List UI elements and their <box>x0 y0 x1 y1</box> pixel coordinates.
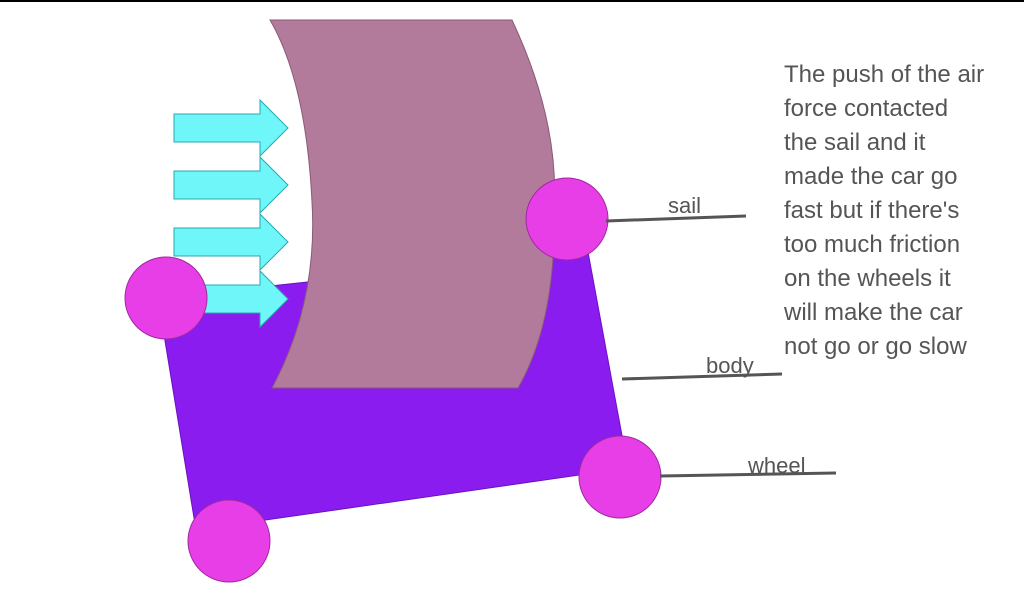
air-arrow-3 <box>173 212 289 272</box>
explanation-line: not go or go slow <box>784 333 967 360</box>
explanation-line: fast but if there's <box>784 197 960 224</box>
wheel-leader-line <box>659 471 837 478</box>
sail <box>269 19 556 389</box>
explanation-line: force contacted <box>784 95 949 122</box>
wheel-top-right <box>525 177 609 261</box>
air-arrow-2 <box>173 155 289 215</box>
wheel-label: wheel <box>747 453 805 478</box>
body-leader-line <box>621 372 783 381</box>
explanation-text: The push of the air force contacted the sa… <box>784 58 1020 364</box>
explanation-line: made the car go <box>784 163 958 190</box>
explanation-line: The push of the air <box>784 61 985 88</box>
explanation-line: on the wheels it <box>784 265 951 292</box>
wheel-bottom-left <box>187 499 271 583</box>
sail-leader-line <box>605 214 747 223</box>
explanation-line: too much friction <box>784 231 961 258</box>
sail-label: sail <box>668 193 701 218</box>
explanation-line: will make the car <box>784 299 963 326</box>
explanation-line: the sail and it <box>784 129 926 156</box>
wheels <box>124 177 662 583</box>
body-label: body <box>706 353 754 378</box>
wheel-bottom-right <box>578 435 662 519</box>
air-arrow-1 <box>173 98 289 158</box>
wheel-front-left <box>124 256 208 340</box>
leader-lines <box>605 214 837 478</box>
